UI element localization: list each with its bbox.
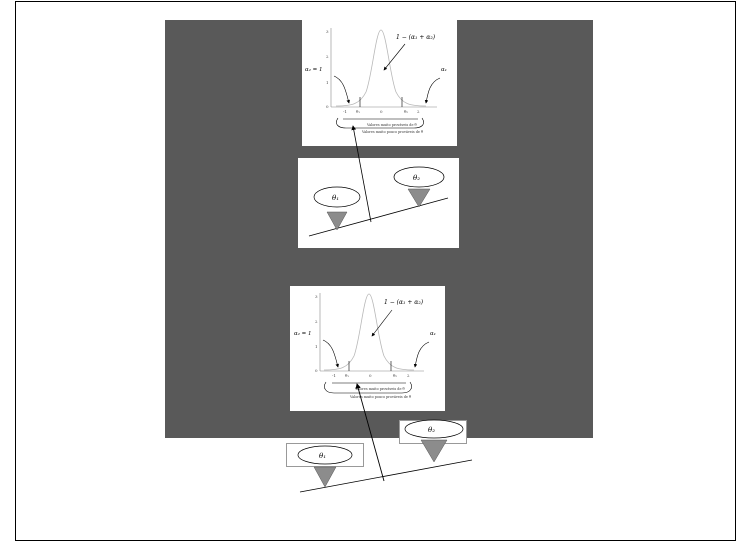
cone-one: [327, 212, 347, 230]
x-tick: -1: [343, 109, 347, 114]
cones-diagram: θ₁ θ₂: [309, 126, 448, 236]
alpha-right-pointer: [426, 78, 440, 103]
x-tick: 2: [417, 109, 420, 114]
x-tick: θ₁: [345, 373, 349, 378]
caption-two: Valores muito pouco prováveis de θ: [361, 130, 423, 134]
formula-label: 1 − (α₁ + α₂): [384, 299, 424, 306]
alpha-left-pointer: [334, 76, 349, 103]
y-tick-3: 3: [326, 29, 329, 34]
theta-two-label: θ₂: [428, 426, 435, 434]
alpha-left-pointer: [323, 340, 338, 367]
alpha-right-pointer: [415, 342, 429, 367]
theta-one-label: θ₁: [332, 194, 339, 202]
alpha-right-label: α₁: [441, 67, 447, 73]
x-tick: θ₁: [356, 109, 360, 114]
y-tick-1: 1: [315, 344, 318, 349]
y-tick-2: 2: [315, 319, 318, 324]
x-tick: 0: [369, 373, 372, 378]
caption-one: Valores muito prováveis de θ: [366, 123, 417, 127]
x-tick: 2: [407, 373, 410, 378]
x-tick: θ₂: [393, 373, 397, 378]
y-tick-3: 3: [315, 294, 318, 299]
formula-label: 1 − (α₁ + α₂): [396, 34, 436, 41]
y-tick-1: 1: [326, 80, 329, 85]
x-tick: -1: [332, 373, 336, 378]
x-tick: θ₂: [404, 109, 408, 114]
cone-two: [408, 189, 430, 207]
alpha-right-label: α₁: [430, 331, 436, 337]
alpha-left-label: α₂ = 1: [294, 331, 312, 337]
cone-one: [314, 467, 336, 487]
bell-curve: [336, 30, 426, 106]
caption-one: Valores muito prováveis de θ: [354, 387, 405, 391]
y-tick-0: 0: [326, 104, 329, 109]
cone-two: [421, 440, 447, 462]
caption-two: Valores muito pouco prováveis de θ: [349, 395, 411, 399]
x-tick: 0: [380, 109, 383, 114]
y-tick-2: 2: [326, 54, 329, 59]
alpha-left-label: α₂ = 1: [305, 67, 323, 73]
bottom-cones-diagram: θ₁ θ₂: [298, 384, 472, 492]
y-tick-0: 0: [315, 368, 318, 373]
theta-one-label: θ₁: [319, 452, 326, 460]
bottom-distribution: 0 1 2 3 -1 θ₁ 0 θ₂ 2 1 − (α₁ + α₂) α₂ = …: [294, 293, 436, 399]
projection-arrow-top: [353, 126, 371, 222]
top-distribution: 0 1 2 3 -1 θ₁ 0 θ₂ 2 1 − (α₁ + α₂) α₂ = …: [305, 28, 447, 134]
theta-two-label: θ₂: [413, 174, 420, 182]
